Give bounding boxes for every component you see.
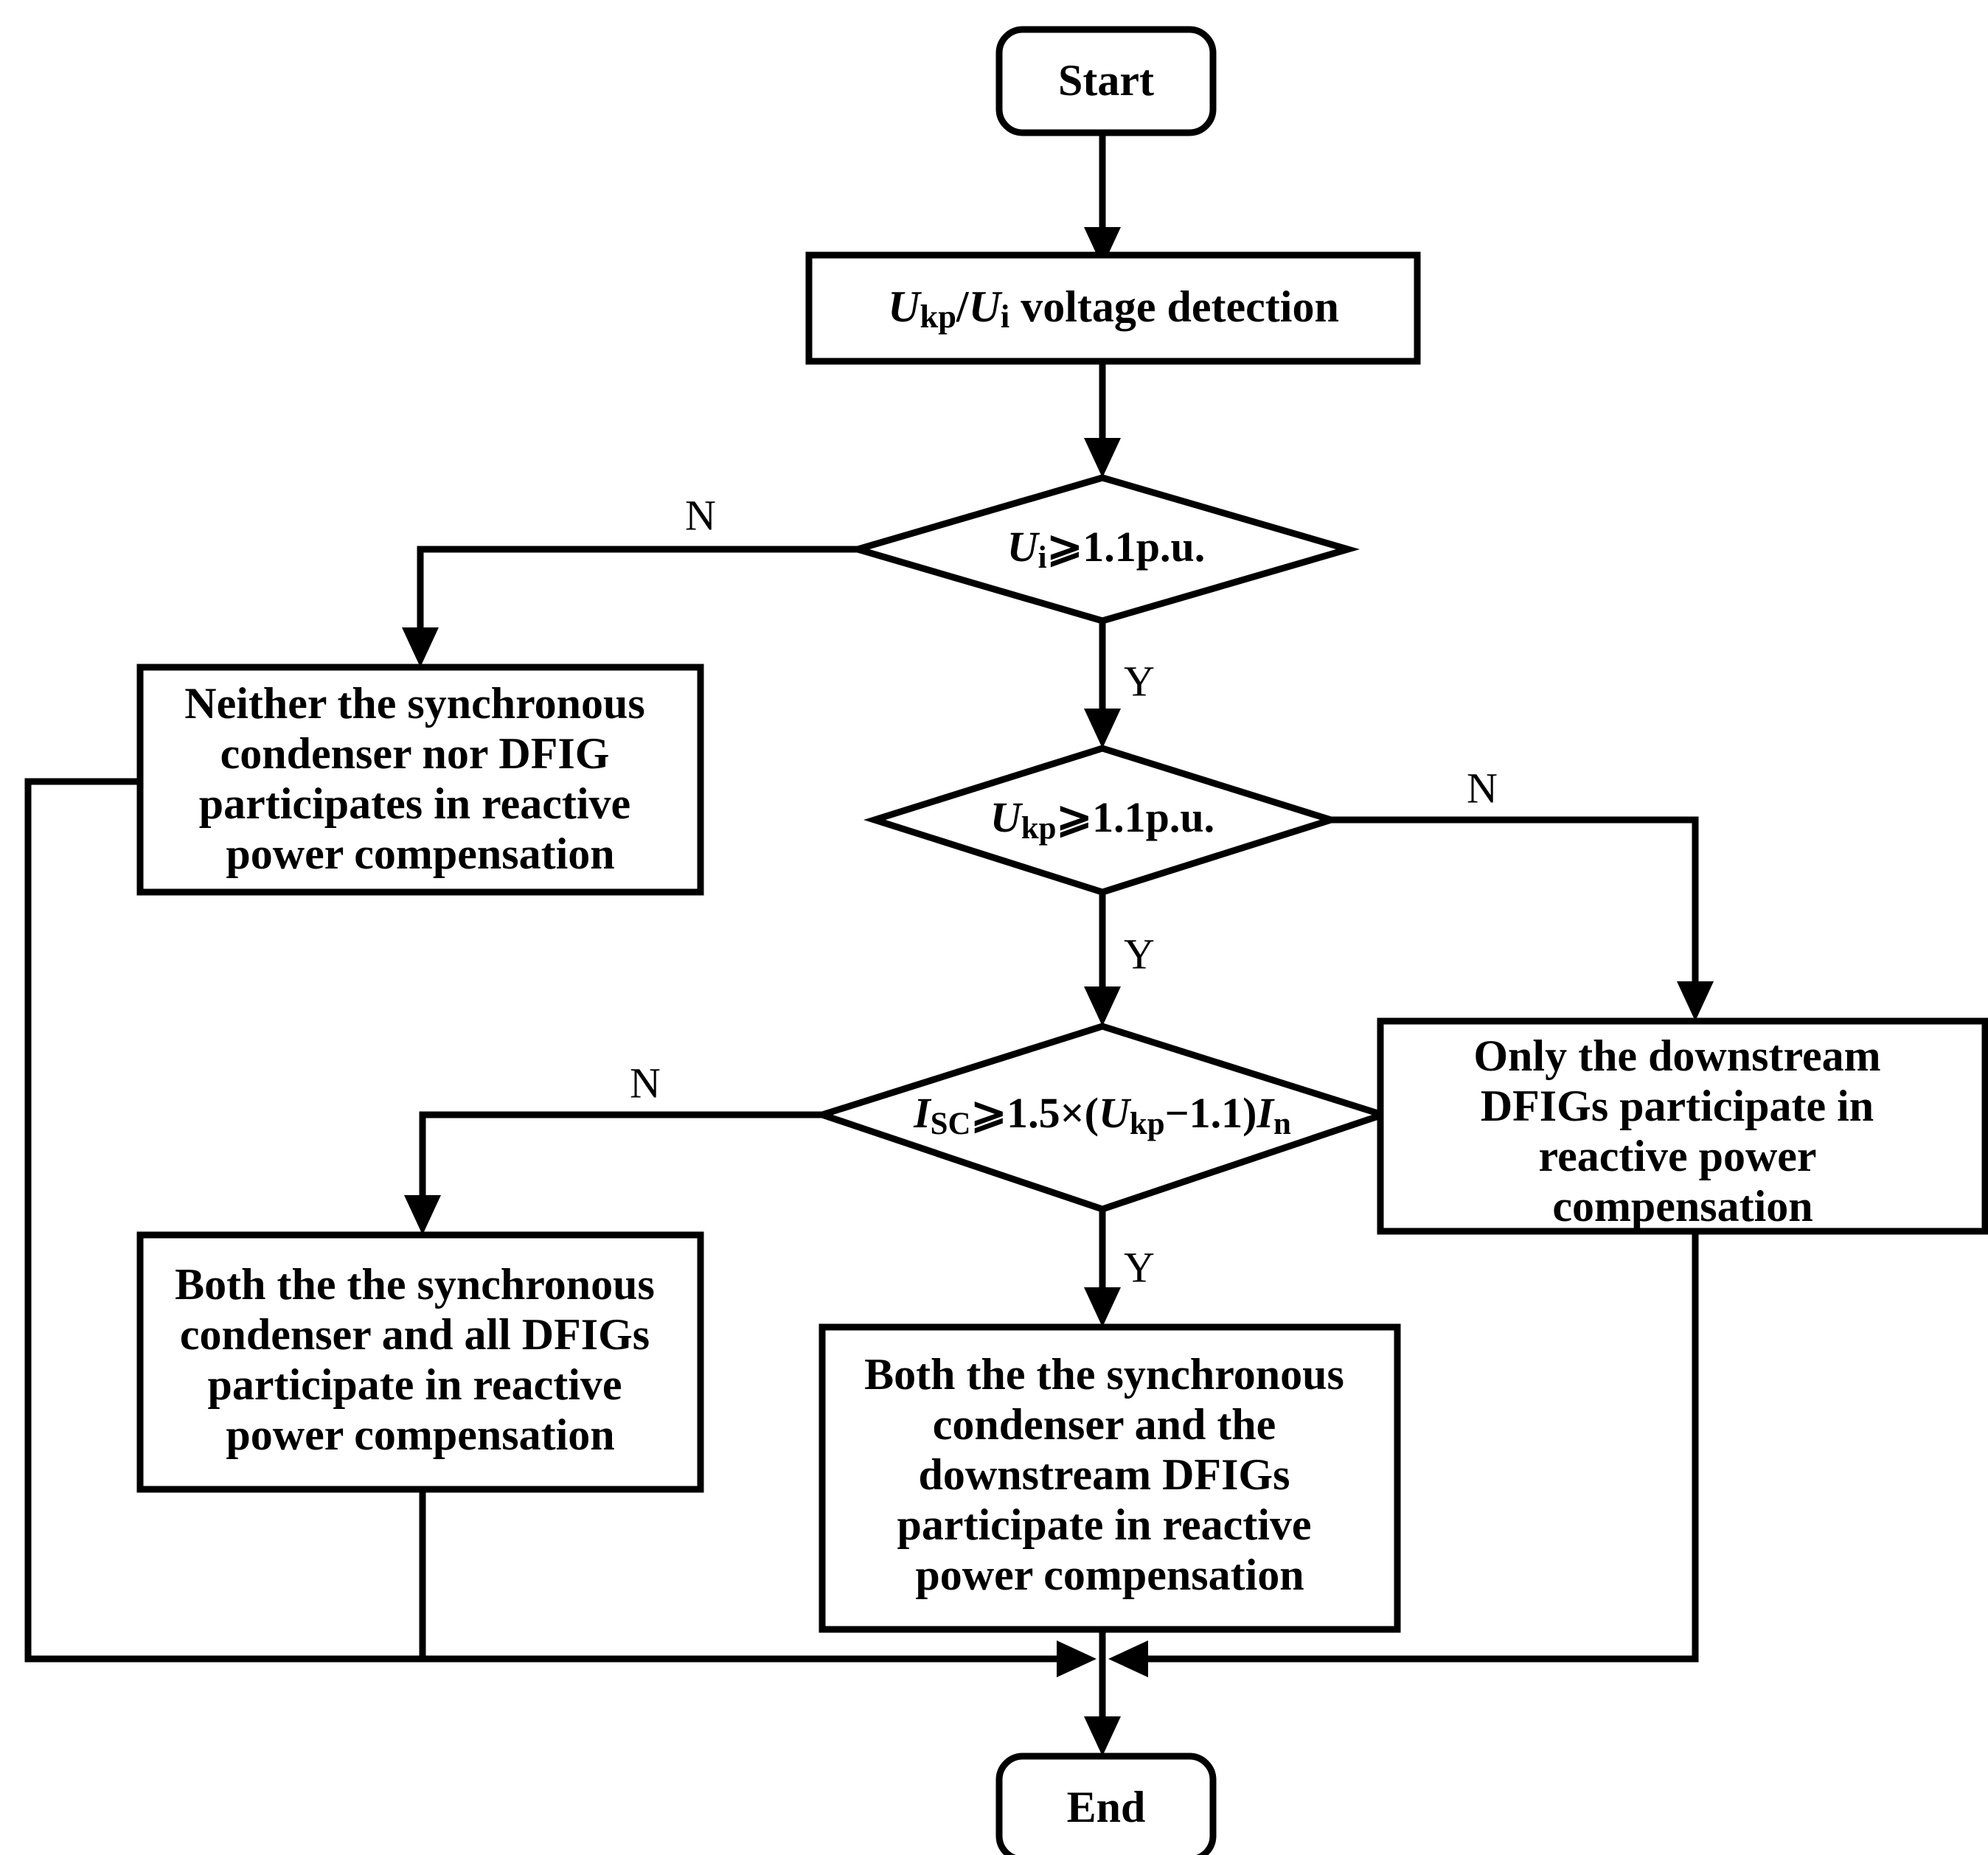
node-start-label: Start: [1058, 56, 1154, 105]
node-box-downstream-dfigs[interactable]: Both the the synchronous condenser and t…: [819, 1323, 1401, 1633]
branch-label-isc-no: N: [630, 1059, 661, 1107]
node-decision-ukp-label: Ukp⩾1.1p.u.: [990, 793, 1214, 846]
node-decision-isc-label: ISC⩾1.5×(Ukp−1.1)In: [913, 1089, 1291, 1141]
node-voltage-detection[interactable]: Ukp/Ui voltage detection: [805, 251, 1421, 365]
node-end[interactable]: End: [995, 1753, 1217, 1855]
connector-merge-to-end: [1084, 1659, 1121, 1756]
node-box-all-dfigs[interactable]: Both the the synchronous condenser and a…: [136, 1231, 704, 1493]
connector-ui-no: [402, 546, 858, 667]
connector-only-downstream-to-merge: [1108, 1231, 1699, 1677]
node-decision-ui[interactable]: Ui⩾1.1p.u.: [845, 474, 1360, 624]
node-box-neither[interactable]: Neither the synchronous condenser nor DF…: [136, 664, 704, 896]
connector-ukp-no: [1331, 816, 1714, 1021]
connector-detection-to-decision-ui: [1084, 361, 1121, 478]
node-box-only-downstream[interactable]: Only the downstream DFIGs participate in…: [1377, 1017, 1988, 1235]
node-end-label: End: [1067, 1783, 1146, 1831]
connector-isc-yes: [1084, 1209, 1121, 1327]
node-decision-isc[interactable]: ISC⩾1.5×(Ukp−1.1)In: [811, 1023, 1394, 1213]
node-box-neither-label: Neither the synchronous condenser nor DF…: [184, 679, 656, 878]
branch-label-ui-yes: Y: [1124, 657, 1155, 705]
node-box-only-downstream-label: Only the downstream DFIGs participate in…: [1473, 1031, 1891, 1231]
branch-label-ukp-no: N: [1467, 764, 1498, 812]
node-voltage-detection-label: Ukp/Ui voltage detection: [888, 282, 1339, 335]
branch-label-ui-no: N: [685, 491, 716, 539]
node-decision-ukp[interactable]: Ukp⩾1.1p.u.: [863, 745, 1342, 896]
branch-label-isc-yes: Y: [1124, 1243, 1155, 1291]
branch-label-ukp-yes: Y: [1124, 930, 1155, 978]
connector-ukp-yes: [1084, 892, 1121, 1026]
connector-isc-no: [404, 1111, 822, 1235]
node-start[interactable]: Start: [995, 26, 1217, 136]
node-box-all-dfigs-label: Both the the synchronous condenser and a…: [175, 1260, 666, 1459]
connector-neither-to-merge: [24, 778, 1096, 1677]
connector-ui-yes: [1084, 621, 1121, 748]
connector-start-to-detection: [1084, 133, 1121, 267]
node-box-downstream-dfigs-label: Both the the synchronous condenser and t…: [864, 1350, 1355, 1599]
node-decision-ui-label: Ui⩾1.1p.u.: [1007, 523, 1205, 575]
